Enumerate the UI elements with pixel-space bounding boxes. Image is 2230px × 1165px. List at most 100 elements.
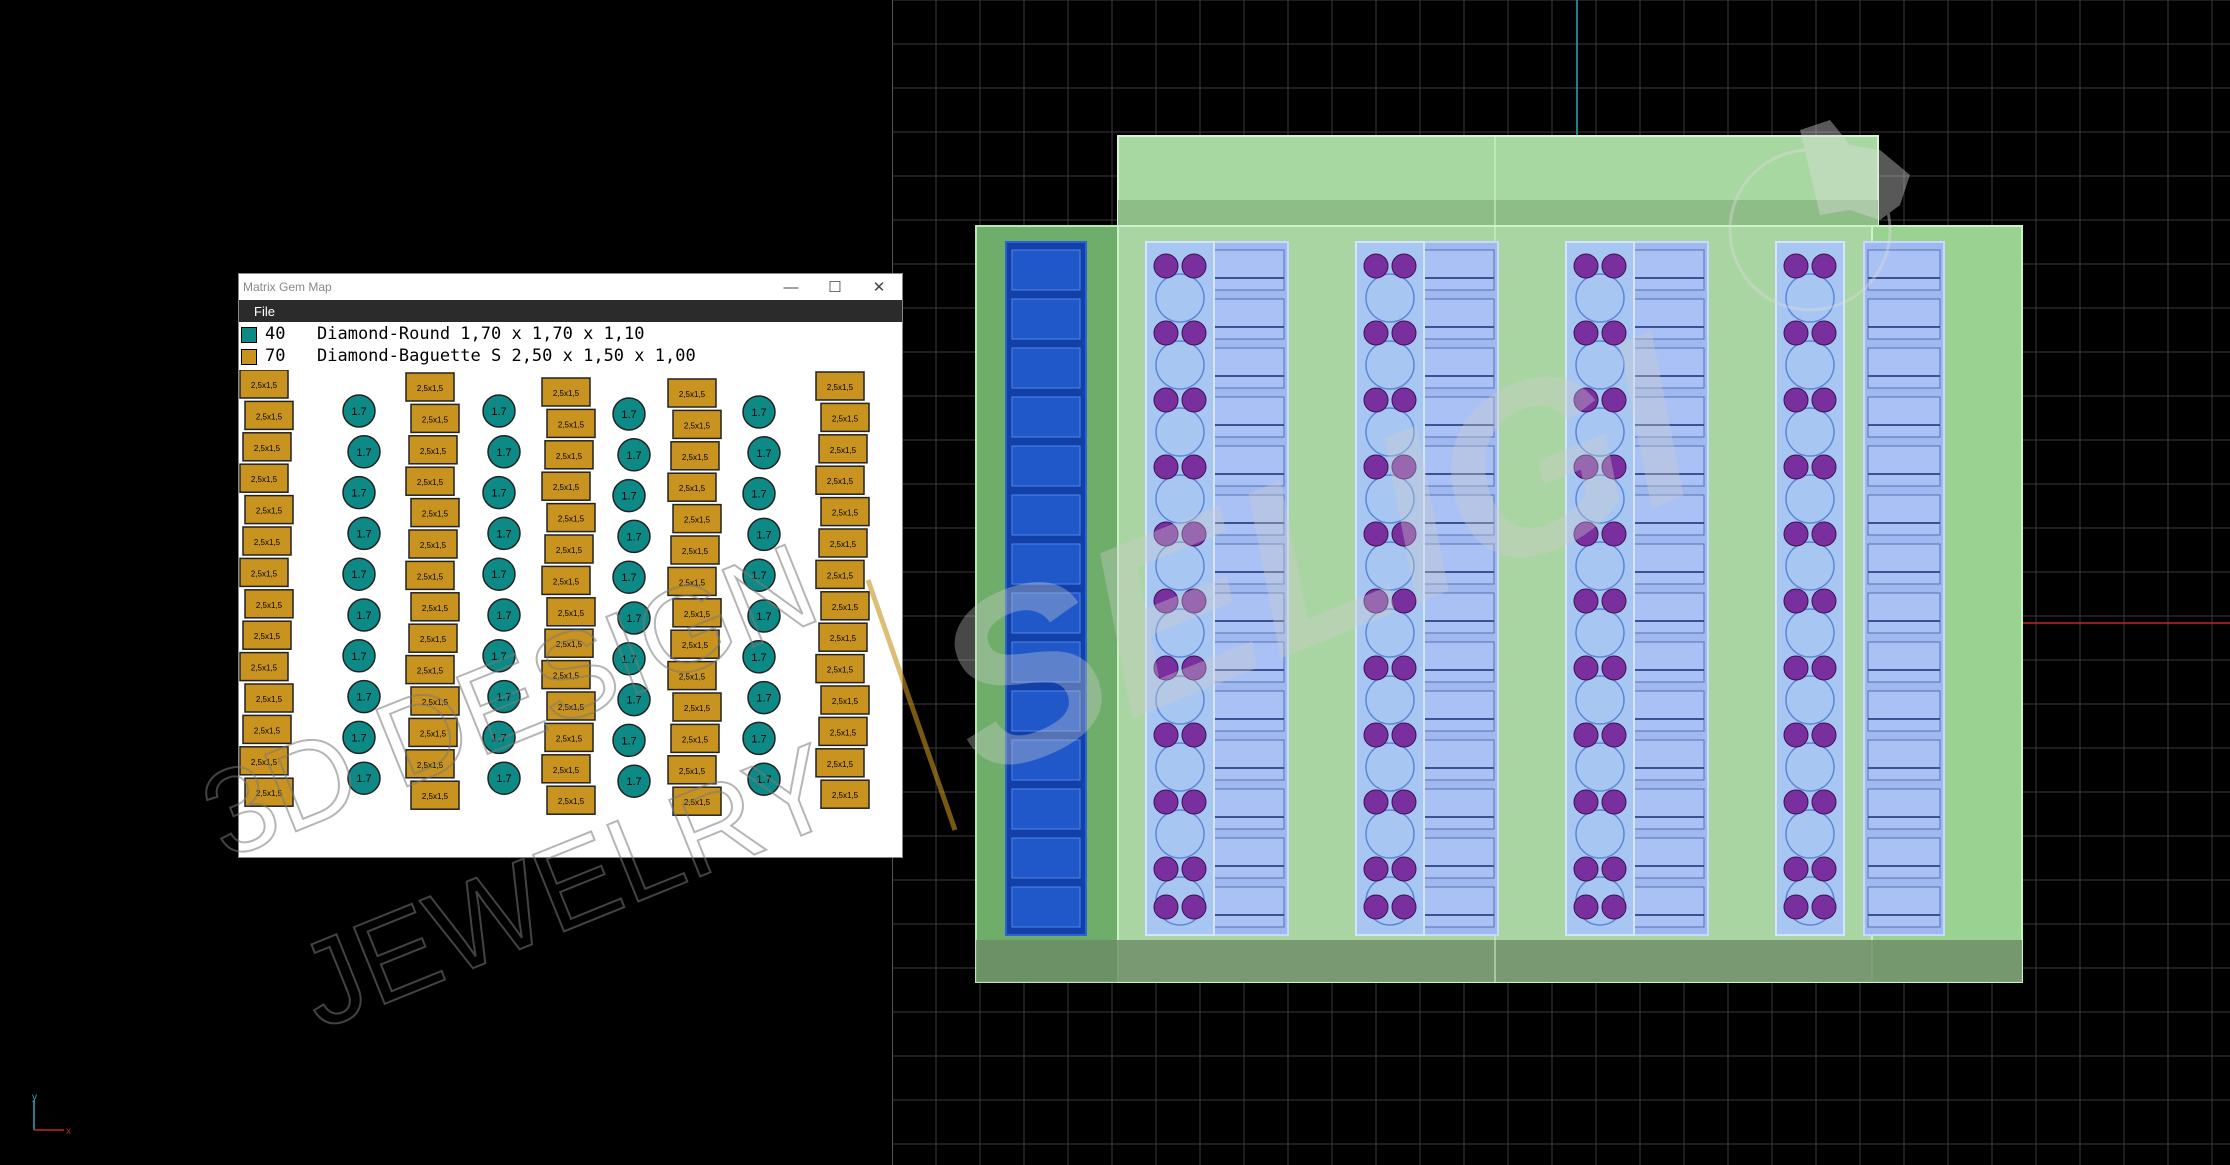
round-gem bbox=[482, 557, 516, 591]
baguette-stone bbox=[1011, 690, 1081, 732]
baguette-gem bbox=[544, 534, 594, 564]
baguette-gem-label: 2,5x1,5 bbox=[420, 541, 447, 550]
prong-bead bbox=[1363, 253, 1389, 279]
round-gem-label: 1.7 bbox=[621, 409, 636, 421]
baguette-stone bbox=[1011, 641, 1081, 683]
baguette-gem bbox=[815, 465, 865, 495]
baguette-stone bbox=[1211, 739, 1285, 781]
menu-file[interactable]: File bbox=[254, 304, 275, 319]
round-gem-label: 1.7 bbox=[751, 489, 766, 501]
round-stone-outline bbox=[1365, 608, 1415, 658]
baguette-gem bbox=[815, 653, 865, 684]
baguette-channel bbox=[1417, 241, 1499, 936]
axis-indicator-icon: y x bbox=[32, 1092, 71, 1137]
baguette-gem bbox=[667, 378, 717, 408]
baguette-stone bbox=[1211, 249, 1285, 291]
baguette-gem bbox=[405, 466, 455, 496]
ring-top-band-shade bbox=[1118, 200, 1878, 225]
baguette-stone bbox=[1211, 837, 1285, 879]
prong-bead bbox=[1181, 454, 1207, 480]
round-gem bbox=[612, 642, 646, 676]
cad-top-view[interactable] bbox=[892, 0, 2230, 1165]
round-gem bbox=[617, 601, 651, 635]
baguette-gem-label: 2,5x1,5 bbox=[827, 477, 854, 486]
baguette-gem bbox=[405, 560, 455, 591]
round-gem bbox=[747, 680, 781, 715]
baguette-stone bbox=[1631, 347, 1705, 389]
prong-bead bbox=[1811, 387, 1837, 413]
round-gem-label: 1.7 bbox=[351, 651, 366, 663]
round-gem bbox=[342, 475, 376, 510]
baguette-stone bbox=[1011, 592, 1081, 634]
baguette-gem-label: 2,5x1,5 bbox=[420, 635, 447, 644]
baguette-stone bbox=[1867, 396, 1941, 438]
baguette-stone bbox=[1867, 641, 1941, 683]
baguette-stone bbox=[1421, 690, 1495, 732]
round-gem-label: 1.7 bbox=[626, 450, 641, 462]
maximize-button[interactable]: ☐ bbox=[828, 279, 842, 296]
round-stone-outline bbox=[1155, 809, 1205, 859]
round-gem-label: 1.7 bbox=[356, 610, 371, 622]
prong-bead bbox=[1391, 655, 1417, 681]
prong-bead bbox=[1601, 856, 1627, 882]
baguette-gem-label: 2,5x1,5 bbox=[682, 735, 709, 744]
baguette-stone bbox=[1867, 298, 1941, 340]
baguette-stone bbox=[1421, 298, 1495, 340]
prong-bead bbox=[1601, 454, 1627, 480]
round-gem-label: 1.7 bbox=[356, 692, 371, 704]
baguette-stone bbox=[1631, 641, 1705, 683]
baguette-stone bbox=[1631, 298, 1705, 340]
baguette-stone bbox=[1867, 592, 1941, 634]
prong-bead bbox=[1391, 320, 1417, 346]
legend-row-round: 40 Diamond-Round 1,70 x 1,70 x 1,10 bbox=[239, 323, 902, 345]
baguette-stone bbox=[1631, 592, 1705, 634]
baguette-gem bbox=[242, 714, 292, 745]
round-stone-outline bbox=[1785, 742, 1835, 792]
baguette-gem bbox=[546, 502, 596, 533]
gem-map-window[interactable]: Matrix Gem Map — ☐ ✕ File 40 Diamond-Rou… bbox=[239, 274, 902, 857]
round-gem bbox=[482, 639, 516, 673]
baguette-gem bbox=[815, 559, 865, 590]
baguette-channel bbox=[1863, 241, 1945, 936]
prong-bead bbox=[1573, 856, 1599, 882]
baguette-stone bbox=[1631, 690, 1705, 732]
baguette-gem-label: 2,5x1,5 bbox=[417, 667, 444, 676]
round-gem bbox=[747, 599, 781, 633]
window-titlebar[interactable]: Matrix Gem Map — ☐ ✕ bbox=[239, 274, 902, 300]
baguette-gem-label: 2,5x1,5 bbox=[830, 634, 857, 643]
prong-bead bbox=[1783, 521, 1809, 547]
prong-bead bbox=[1783, 894, 1809, 920]
prong-bead bbox=[1181, 387, 1207, 413]
round-stone-outline bbox=[1155, 273, 1205, 323]
minimize-button[interactable]: — bbox=[783, 278, 799, 296]
prong-bead bbox=[1573, 387, 1599, 413]
baguette-gem bbox=[405, 749, 455, 779]
baguette-gem bbox=[672, 692, 722, 722]
prong-bead bbox=[1181, 253, 1207, 279]
baguette-gem-label: 2,5x1,5 bbox=[422, 510, 449, 519]
round-stone-outline bbox=[1365, 675, 1415, 725]
baguette-gem bbox=[242, 526, 292, 556]
close-button[interactable]: ✕ bbox=[872, 279, 886, 296]
prong-bead bbox=[1811, 789, 1837, 815]
baguette-stone bbox=[1867, 788, 1941, 830]
round-stone-outline bbox=[1785, 809, 1835, 859]
prong-bead bbox=[1363, 789, 1389, 815]
round-stone-outline bbox=[1365, 809, 1415, 859]
round-stone-outline bbox=[1575, 742, 1625, 792]
round-stone-outline bbox=[1365, 541, 1415, 591]
baguette-gem-label: 2,5x1,5 bbox=[827, 571, 854, 580]
baguette-stone bbox=[1211, 543, 1285, 585]
prong-bead bbox=[1363, 588, 1389, 614]
baguette-stone bbox=[1011, 886, 1081, 928]
prong-bead bbox=[1181, 894, 1207, 920]
round-gem bbox=[347, 435, 381, 469]
prong-bead bbox=[1391, 588, 1417, 614]
baguette-gem bbox=[667, 472, 717, 502]
baguette-gem-label: 2,5x1,5 bbox=[832, 509, 859, 518]
baguette-gem-label: 2,5x1,5 bbox=[553, 389, 580, 398]
baguette-gem-label: 2,5x1,5 bbox=[684, 610, 711, 619]
baguette-gem bbox=[408, 623, 458, 653]
baguette-channel bbox=[1627, 241, 1709, 936]
